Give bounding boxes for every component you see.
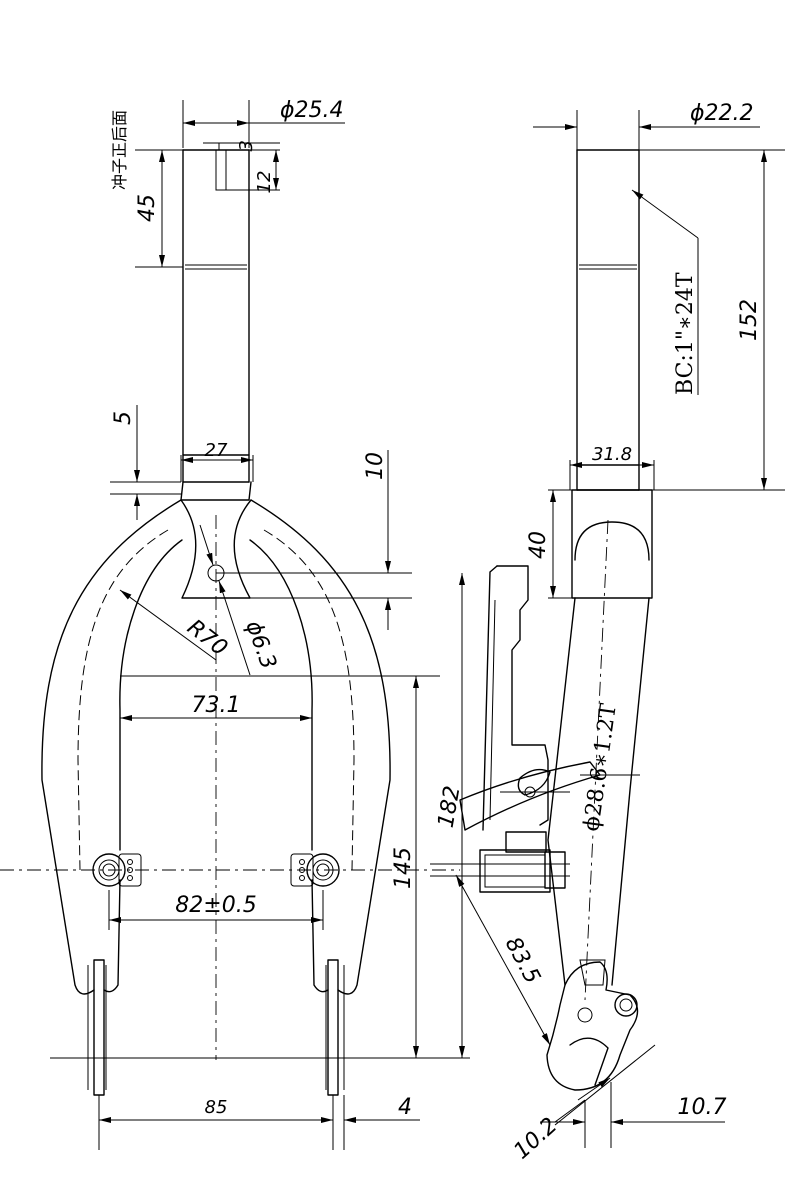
dim-10-7: 10.7 <box>678 1095 727 1120</box>
dim-145: 145 <box>391 847 416 889</box>
dim-45: 45 <box>135 194 160 222</box>
front-view <box>0 142 460 1096</box>
dim-tube-spec: ϕ28.6∗1.2T <box>579 702 622 833</box>
dim-10-2: 10.2 <box>509 1113 562 1164</box>
front-steerer-tube <box>182 142 250 483</box>
dim-12: 12 <box>254 171 275 194</box>
dim-182: 182 <box>434 784 466 830</box>
dim-73-1: 73.1 <box>192 693 241 718</box>
thread-spec: BC:1"∗24T <box>673 272 698 395</box>
side-blade <box>546 519 650 1091</box>
side-steerer-tube <box>576 149 640 491</box>
dim-83-5: 83.5 <box>500 933 545 988</box>
dim-31-8: 31.8 <box>592 444 632 465</box>
front-left-leg <box>41 499 183 1096</box>
side-view <box>430 149 653 1091</box>
dim-40: 40 <box>526 531 551 559</box>
front-right-leg <box>249 499 391 1096</box>
dim-d25-4: ϕ25.4 <box>280 98 344 123</box>
note-punch-side: 冲子正后面 <box>110 110 129 190</box>
side-crown <box>571 489 653 599</box>
dim-5: 5 <box>111 411 136 425</box>
dim-85: 85 <box>205 1097 228 1118</box>
dim-10: 10 <box>363 452 388 480</box>
dim-152: 152 <box>737 299 762 341</box>
dim-27: 27 <box>205 440 228 461</box>
side-brake-bracket <box>430 565 601 893</box>
dim-3: 3 <box>236 140 257 151</box>
dim-82: 82±0.5 <box>175 893 256 918</box>
dimension-labels: 冲子正后面 ϕ25.4 ϕ22.2 3 12 45 152 BC:1"∗24T … <box>110 98 762 1164</box>
dim-d22-2: ϕ22.2 <box>690 101 754 126</box>
dim-4: 4 <box>398 1095 412 1120</box>
dim-r70: R70 <box>182 615 231 661</box>
side-dimensions <box>455 110 785 1148</box>
